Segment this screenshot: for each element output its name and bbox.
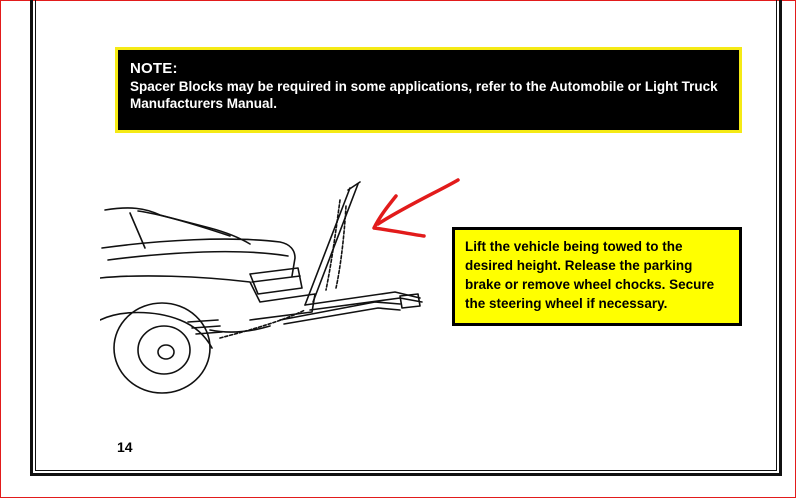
red-arrow-icon: [372, 178, 460, 238]
instruction-callout: Lift the vehicle being towed to the desi…: [452, 227, 742, 326]
page-number: 14: [117, 439, 133, 455]
page-border: [30, 0, 782, 476]
note-title: NOTE:: [130, 60, 178, 77]
callout-text: Lift the vehicle being towed to the desi…: [465, 239, 715, 311]
note-box: NOTE: Spacer Blocks may be required in s…: [115, 47, 742, 133]
note-body: Spacer Blocks may be required in some ap…: [130, 79, 718, 111]
car-tow-bar-illustration: [100, 181, 423, 394]
